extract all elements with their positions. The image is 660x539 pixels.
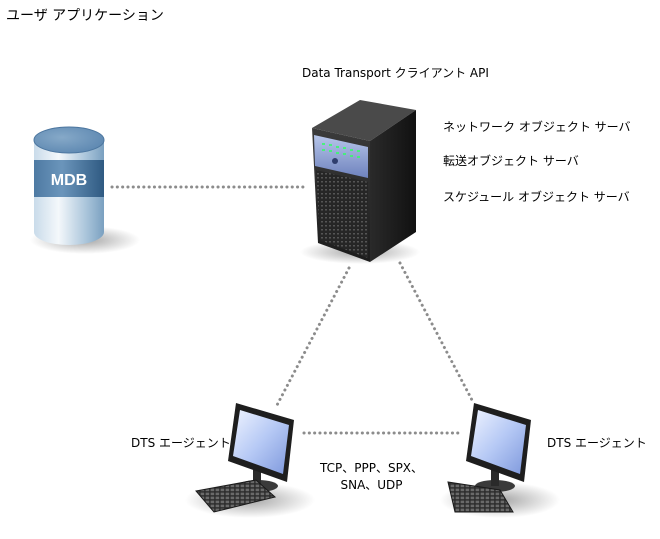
server-tower-icon	[300, 100, 420, 264]
left-agent-label: DTS エージェント	[131, 436, 231, 450]
right-agent-workstation-icon	[440, 403, 560, 518]
protocols-label: TCP、PPP、SPX、 SNA、UDP	[320, 460, 423, 494]
connector-server-left-agent	[274, 266, 351, 409]
mdb-label: MDB	[51, 172, 87, 189]
connector-server-right-agent	[398, 261, 474, 402]
left-agent-workstation-icon	[185, 403, 315, 518]
server-service-label: スケジュール オブジェクト サーバ	[443, 190, 630, 204]
server-api-label: Data Transport クライアント API	[302, 66, 489, 80]
mdb-database-icon	[30, 126, 140, 254]
server-service-label: 転送オブジェクト サーバ	[443, 154, 579, 168]
server-service-label: ネットワーク オブジェクト サーバ	[443, 120, 631, 134]
protocols-line-2: SNA、UDP	[340, 478, 403, 492]
protocols-line-1: TCP、PPP、SPX、	[320, 461, 424, 475]
right-agent-label: DTS エージェント	[547, 436, 647, 450]
diagram-title: ユーザ アプリケーション	[6, 8, 164, 24]
connectors	[110, 185, 474, 435]
